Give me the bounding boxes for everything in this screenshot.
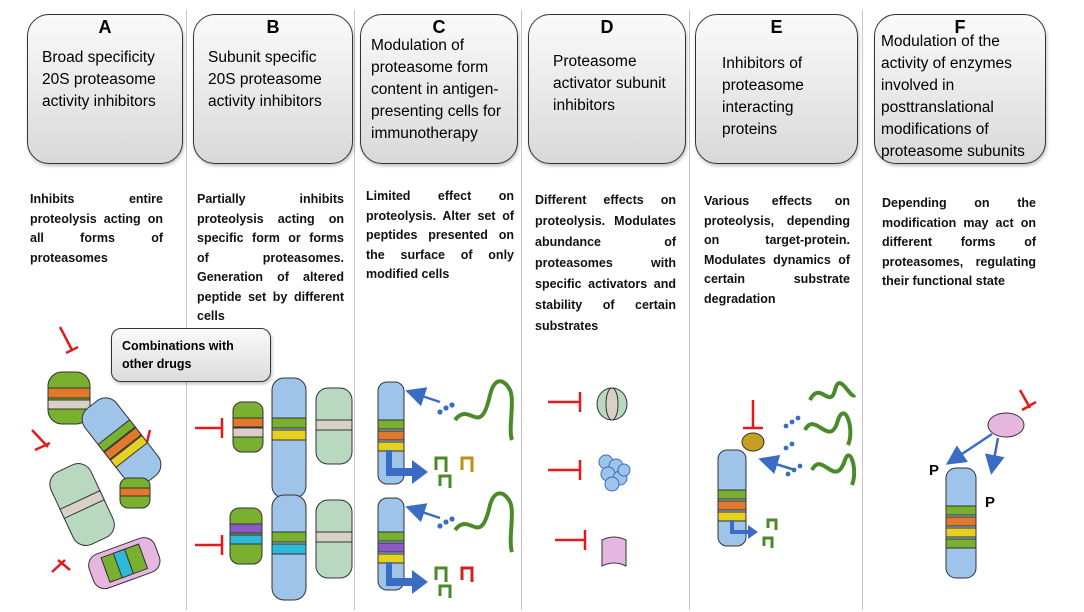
panel-description: Depending on the modification may act on…	[882, 196, 1036, 288]
proteasome-20s-icon	[47, 371, 91, 425]
panel-description: Different effects on proteolysis. Modula…	[535, 193, 676, 333]
header-box-d: D Proteasome activator subunit inhibitor…	[528, 14, 686, 164]
pa28-activator-icon	[596, 387, 628, 421]
arrow-icon	[758, 454, 796, 475]
panel-title: Proteasome activator subunit inhibitors	[553, 53, 666, 114]
phospho-label: P	[929, 462, 940, 479]
column-divider	[689, 10, 690, 610]
header-box-a: A Broad specificity 20S proteasome activ…	[27, 14, 183, 164]
phospho-label: P	[985, 494, 996, 511]
substrate-protein-icon	[453, 379, 514, 553]
panel-title: Modulation of the activity of enzymes in…	[881, 33, 1025, 160]
ubiquitin-chain-icon	[783, 415, 803, 477]
inhibitor-symbol	[195, 418, 224, 555]
panel-title: Inhibitors of proteasome interacting pro…	[722, 55, 804, 138]
pa200-activator-icon	[601, 536, 627, 567]
proteasome-26s-icon	[717, 449, 747, 547]
immunoproteasome-icon	[81, 397, 162, 487]
combinations-box: Combinations with other drugs	[111, 328, 271, 382]
output-arrow-icon	[730, 520, 758, 539]
column-divider	[862, 10, 863, 610]
column-divider	[186, 10, 187, 610]
arrow-icon	[945, 432, 1005, 475]
peptide-icon	[434, 456, 474, 598]
header-box-b: B Subunit specific 20S proteasome activi…	[193, 14, 353, 164]
header-box-e: E Inhibitors of proteasome interacting p…	[695, 14, 858, 164]
panel-title: Subunit specific 20S proteasome activity…	[208, 49, 322, 110]
panel-description: Inhibits entire proteolysis acting on al…	[30, 192, 163, 265]
header-box-c: C Modulation of proteasome form content …	[360, 14, 518, 164]
panel-title: Modulation of proteasome form content in…	[371, 37, 502, 142]
proteasome-26s-icon	[49, 463, 115, 546]
panel-letter: E	[770, 17, 783, 37]
panel-description: Partially inhibits proteolysis acting on…	[197, 192, 344, 323]
panel-letter: A	[98, 17, 112, 37]
proteasome-20s-icon	[232, 377, 353, 499]
inhibitor-symbol	[743, 400, 763, 430]
panel-letter: B	[266, 17, 280, 37]
header-box-f: F Modulation of the activity of enzymes …	[874, 14, 1046, 164]
output-arrow-icon	[386, 450, 428, 594]
proteasome-small-icon	[119, 477, 151, 509]
19s-activator-icon	[598, 454, 631, 492]
nanoparticle-proteasome-icon	[88, 537, 161, 590]
proteasome-26s-icon	[945, 467, 977, 579]
panel-description: Limited effect on proteolysis. Alter set…	[366, 189, 514, 281]
inhibitor-symbol	[1018, 389, 1037, 412]
panel-letter: D	[600, 17, 614, 37]
inhibitor-symbol	[548, 392, 587, 550]
immunoproteasome-icon	[229, 494, 353, 601]
panel-letter: C	[432, 17, 446, 37]
panel-title: Broad specificity 20S proteasome activit…	[42, 49, 156, 110]
substrate-protein-icon	[803, 381, 857, 486]
column-divider	[354, 10, 355, 610]
modifying-enzyme-icon	[987, 412, 1025, 438]
panel-letter: F	[954, 17, 966, 37]
panel-description: Various effects on proteolysis, dependin…	[704, 194, 850, 306]
ubiquitin-chain-icon	[437, 402, 455, 529]
peptide-icon	[762, 518, 778, 548]
column-divider	[521, 10, 522, 610]
arrow-icon	[405, 387, 441, 523]
interacting-protein-icon	[741, 432, 765, 452]
proteasome-26s-icon	[377, 381, 405, 591]
